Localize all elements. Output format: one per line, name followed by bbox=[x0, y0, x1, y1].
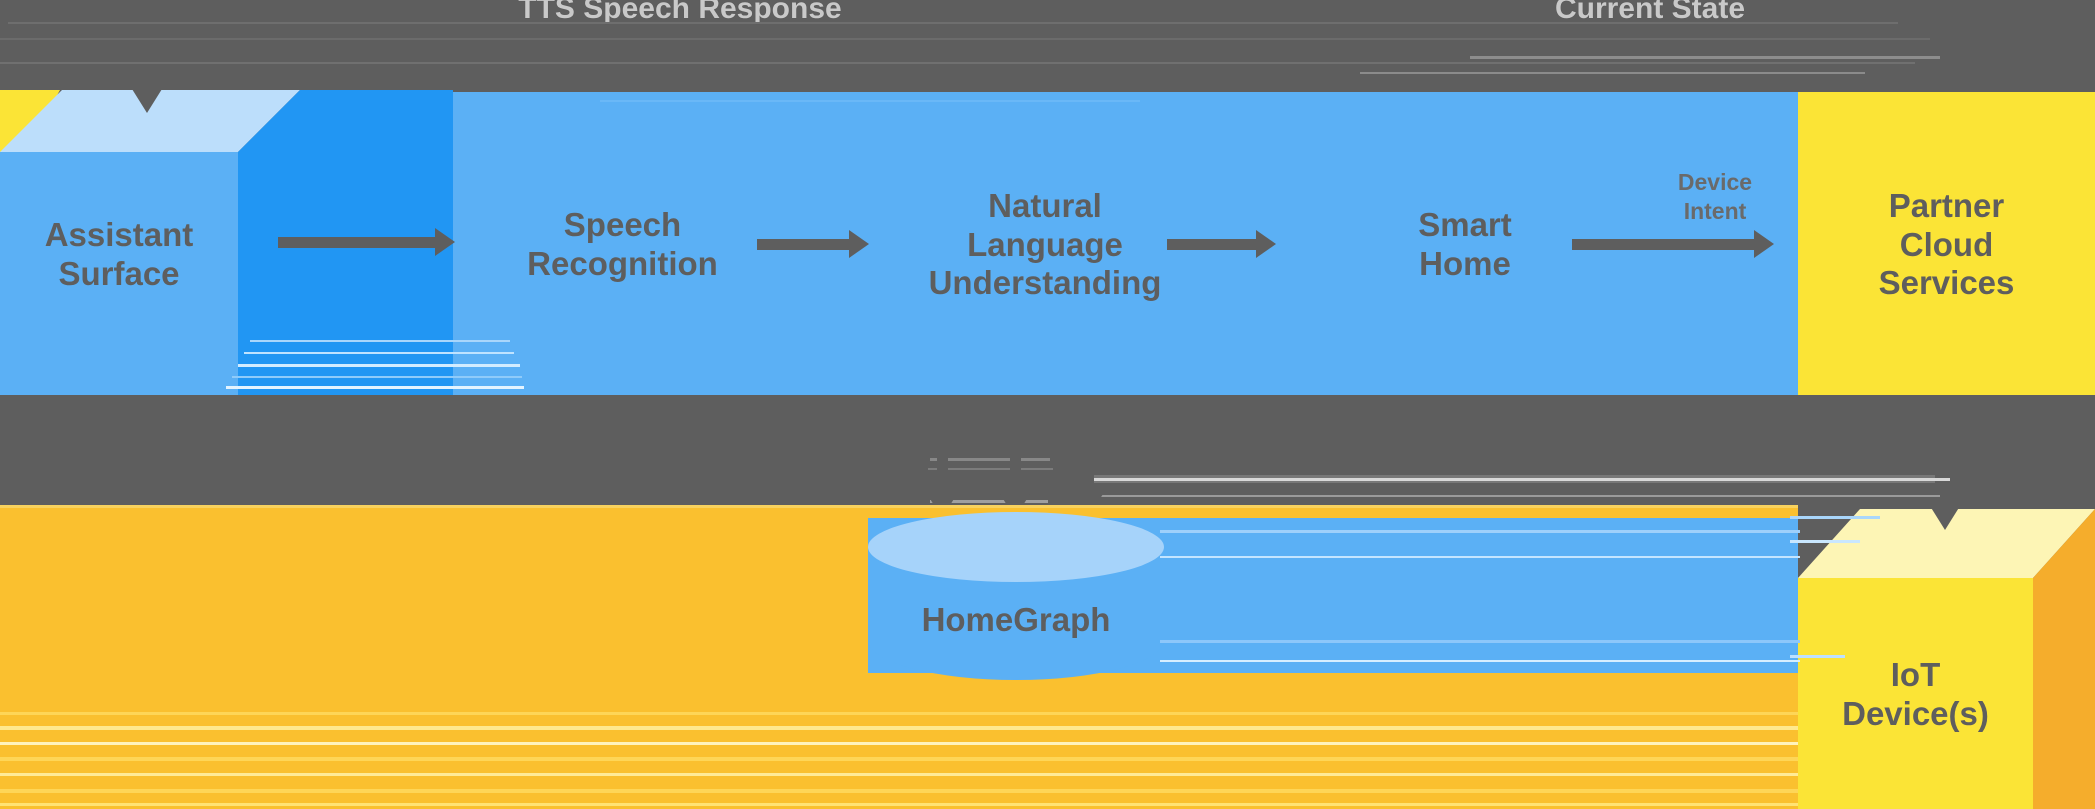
connector-homegraph-sync-2 bbox=[1000, 455, 1030, 518]
edge-label-device-intent: Device Intent bbox=[1677, 169, 1753, 224]
homegraph-cylinder-top bbox=[868, 512, 1164, 582]
glitch-rule bbox=[1360, 72, 1865, 74]
partner-cloud-services-box[interactable] bbox=[1798, 92, 2095, 395]
connector-nlu-to-smarthome bbox=[1167, 230, 1276, 258]
glitch-rule bbox=[0, 62, 1915, 64]
connector-assistant-to-speech bbox=[278, 228, 455, 256]
connector-partner-to-iot bbox=[1930, 485, 1960, 530]
middle-gray-gap bbox=[0, 395, 2095, 507]
connector-iot-state-return bbox=[1085, 475, 1935, 483]
connector-homegraph-sync-1 bbox=[927, 455, 957, 518]
connector-homegraph-sync-3 bbox=[1073, 455, 1103, 518]
glitch-rule bbox=[0, 38, 1930, 40]
iot-devices-front-face[interactable] bbox=[1798, 578, 2033, 809]
connector-assistant-inbound bbox=[132, 70, 162, 113]
connector-smarthome-to-partner bbox=[1572, 230, 1774, 258]
connector-speech-to-nlu bbox=[757, 230, 869, 258]
top-label-tts-speech-response: TTS Speech Response bbox=[518, 0, 842, 25]
glitch-rule bbox=[1470, 56, 1940, 59]
top-label-current-state: Current State bbox=[1554, 0, 1746, 25]
assistant-surface-front-face[interactable] bbox=[0, 152, 238, 395]
